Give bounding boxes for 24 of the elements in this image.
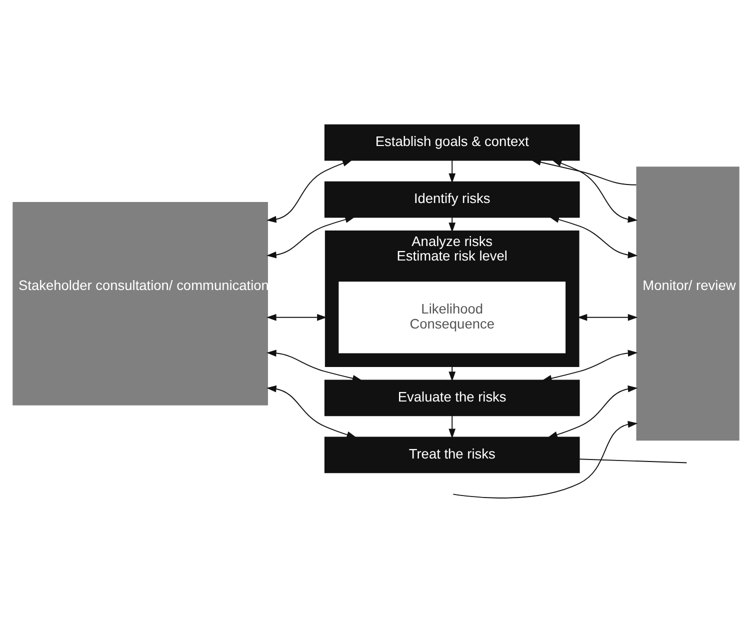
node-box: Likelihood Consequence [338, 281, 566, 353]
arrow [548, 384, 638, 438]
arrow [531, 158, 637, 185]
node-box: Identify risks [324, 180, 580, 218]
arrow [549, 216, 638, 258]
node-box: Establish goals & context [324, 124, 580, 160]
node-box: Stakeholder consultation/ communication [12, 202, 268, 405]
arrow [577, 313, 638, 320]
arrow [452, 420, 638, 498]
arrow [552, 159, 638, 222]
arrow [266, 159, 352, 222]
arrow [448, 414, 456, 438]
arrow [448, 159, 456, 183]
connector [579, 458, 688, 463]
arrow [448, 216, 456, 232]
arrow [266, 216, 356, 258]
node-box: Monitor/ review [636, 166, 740, 440]
arrow [448, 366, 456, 381]
arrow [266, 313, 327, 320]
arrow [266, 384, 357, 438]
node-box: Evaluate the risks [324, 379, 580, 416]
arrow [266, 349, 362, 382]
node-box: Treat the risks [324, 436, 580, 473]
arrow [542, 349, 638, 382]
